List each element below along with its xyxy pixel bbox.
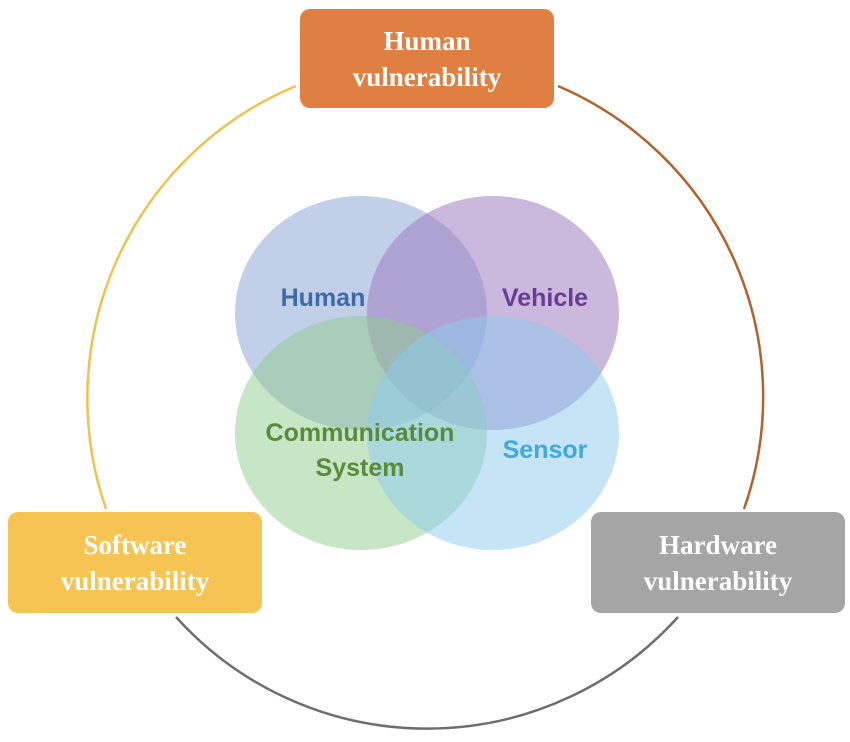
venn-label-sensor: Sensor	[503, 436, 588, 464]
hardware-vulnerability-line2: vulnerability	[643, 565, 793, 596]
human-vulnerability-box: Human vulnerability	[300, 9, 554, 108]
software-vulnerability-line2: vulnerability	[60, 565, 210, 596]
human-vulnerability-line1: Human	[383, 25, 471, 56]
human-vulnerability-line2: vulnerability	[352, 61, 502, 92]
venn-circle-sensor	[367, 316, 619, 550]
venn-label-communication-line2: System	[316, 454, 405, 482]
venn-circles	[235, 196, 619, 550]
venn-label-human: Human	[281, 284, 366, 312]
ring-arc-hardware-to-software	[175, 616, 679, 730]
software-vulnerability-box: Software vulnerability	[8, 512, 262, 613]
venn-label-communication-line1: Communication	[266, 419, 455, 447]
software-vulnerability-line1: Software	[83, 529, 187, 560]
ring-arc-software-to-human	[86, 84, 297, 510]
venn-label-vehicle: Vehicle	[502, 284, 588, 312]
hardware-vulnerability-line1: Hardware	[659, 529, 777, 560]
ring-arc-human-to-hardware	[557, 84, 765, 510]
hardware-vulnerability-box: Hardware vulnerability	[591, 512, 845, 613]
